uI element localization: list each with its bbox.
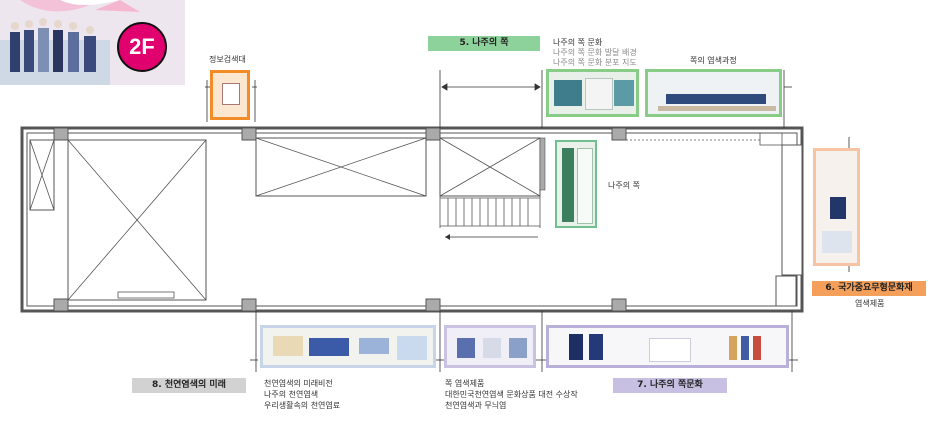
pillar xyxy=(425,127,441,141)
staircase xyxy=(439,196,541,228)
future-line-2: 나주의 천연염색 xyxy=(264,390,319,399)
pillar xyxy=(53,127,69,141)
pillar xyxy=(241,298,257,312)
badge-7: 7. 나주의 쪽문화 xyxy=(613,378,727,393)
hero-photo: 2F xyxy=(0,0,185,85)
dye-process-label: 쪽의 염색과정 xyxy=(690,56,737,65)
big-void xyxy=(67,139,207,301)
jok-culture-photo xyxy=(546,69,639,117)
left-void xyxy=(29,139,55,211)
future-photo xyxy=(260,325,436,368)
badge-6: 6. 국가중요무형문화재 xyxy=(812,281,926,296)
dye-products-label: 염색제품 xyxy=(855,299,885,308)
info-search-label: 정보검색대 xyxy=(209,55,246,64)
floor-badge: 2F xyxy=(117,22,167,72)
najoo-jok-label: 나주의 쪽 xyxy=(608,181,640,190)
center-line-2: 대한민국천연염색 문화상품 대전 수상작 xyxy=(445,390,578,399)
middle-void xyxy=(255,137,427,197)
center-photo xyxy=(444,325,536,368)
pillar xyxy=(611,127,627,141)
badge-8: 8. 천연염색의 미래 xyxy=(132,378,246,393)
dimension-info xyxy=(205,80,257,122)
future-line-3: 우리생활속의 천연염료 xyxy=(264,401,341,410)
pillar xyxy=(53,298,69,312)
pillar xyxy=(425,298,441,312)
dimension-5 xyxy=(439,70,543,128)
inner-wall xyxy=(26,132,798,307)
low-display xyxy=(117,291,175,299)
jok-culture-title: 나주의 쪽 문화 xyxy=(553,38,603,47)
bottom-right-box xyxy=(775,275,797,307)
jok-culture-sub1: 나주의 쪽 문화 발달 배경 xyxy=(553,48,637,57)
pillar xyxy=(611,298,627,312)
jok-culture-sub2: 나주의 쪽 문화 분포 지도 xyxy=(553,58,637,67)
pillar xyxy=(241,127,257,141)
info-search-photo xyxy=(210,70,250,120)
outer-wall xyxy=(20,126,804,313)
najoo-jok-photo xyxy=(555,140,597,228)
center-line-3: 천연염색과 무늬염 xyxy=(445,401,507,410)
future-line-1: 천연염색의 미래비전 xyxy=(264,379,333,388)
intangible-heritage-photo xyxy=(813,148,860,266)
kiosk-screen xyxy=(222,83,240,105)
inner-partition xyxy=(539,137,546,191)
dimension-bottom xyxy=(250,311,798,372)
corner-room xyxy=(759,132,783,146)
badge-5: 5. 나주의 쪽 xyxy=(428,36,540,51)
center-line-1: 쪽 염색제품 xyxy=(445,379,485,388)
right-wall xyxy=(781,144,803,276)
dye-process-photo xyxy=(645,69,782,117)
jok-culture-bottom-photo xyxy=(546,325,789,368)
